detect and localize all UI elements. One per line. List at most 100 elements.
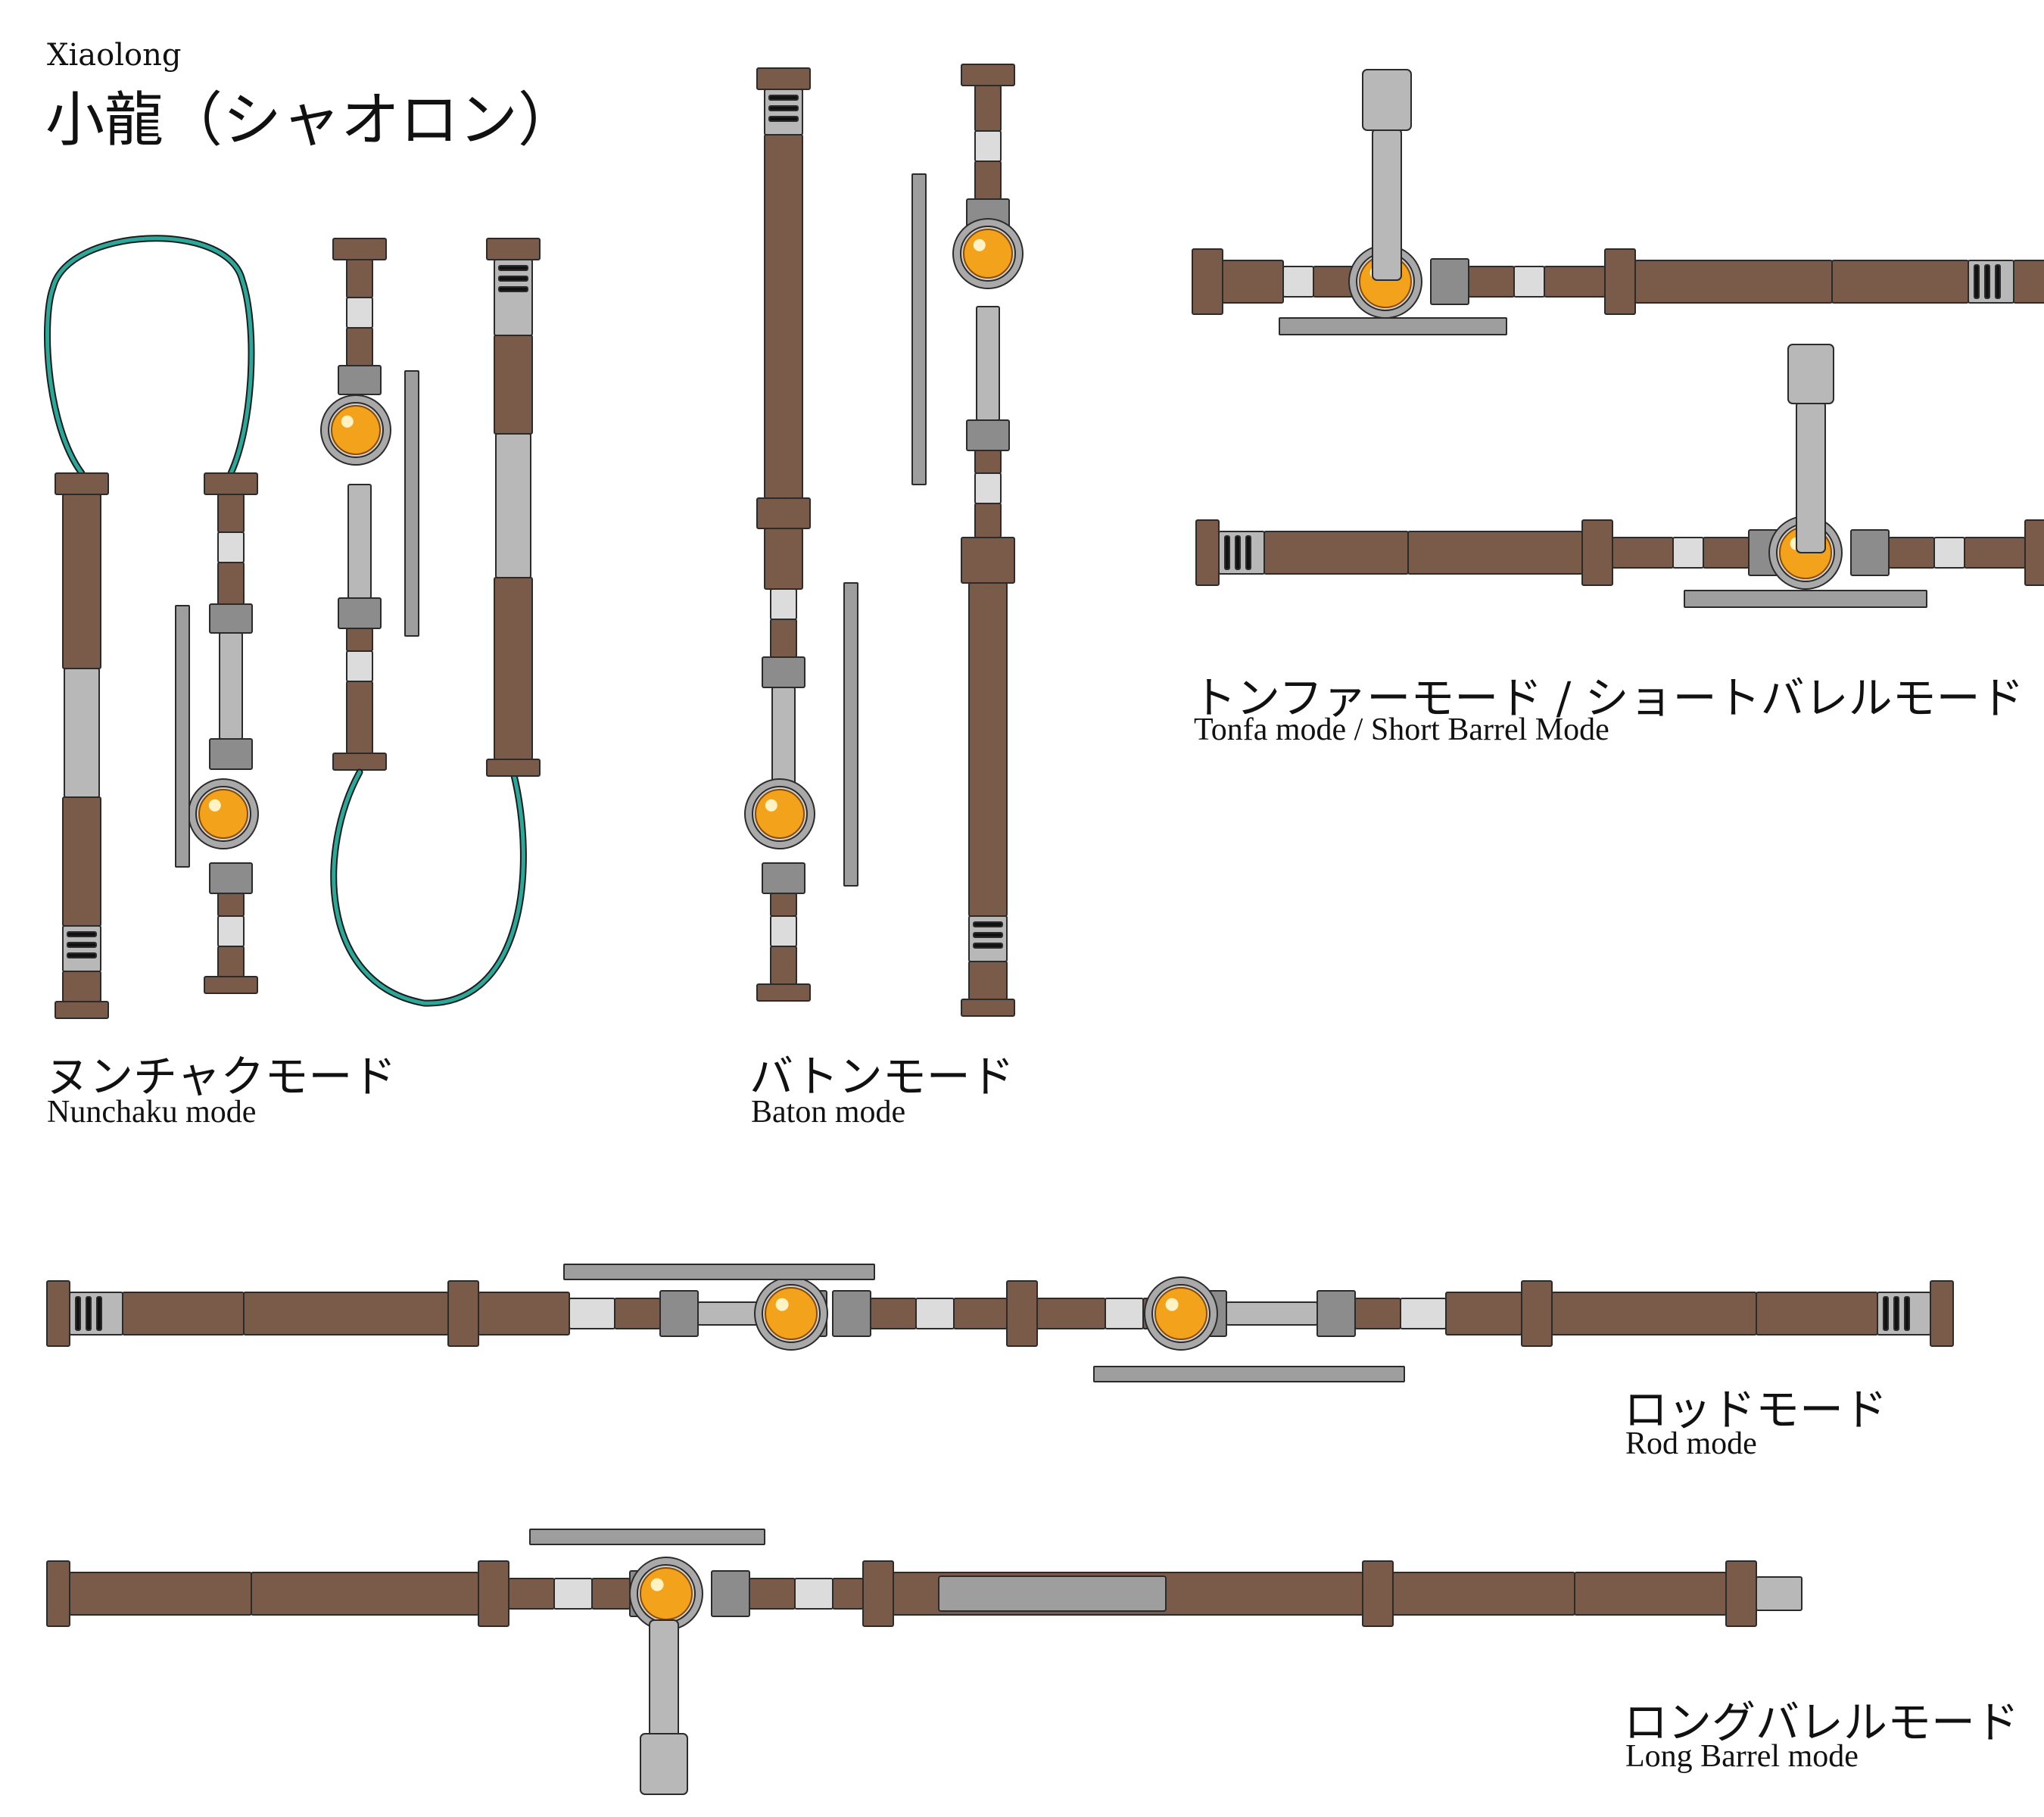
energy-core [331, 405, 381, 455]
nunchaku-side-bar [404, 370, 419, 637]
nunchaku-right-segment [338, 365, 382, 395]
baton-left-segment [764, 528, 803, 590]
tonfa-mode-illustration [1192, 69, 2044, 608]
tonfa-handle [1372, 128, 1402, 281]
rod-right-segment [1316, 1290, 1356, 1337]
nunchaku-right-segment [332, 238, 387, 260]
baton-left-lower-segment [770, 915, 797, 947]
baton-right-lower-grip-stripe [973, 932, 1003, 938]
baton-right-lower-segment [966, 419, 1010, 451]
baton-right-lower-segment [974, 450, 1002, 474]
long-upper-bar [529, 1529, 765, 1545]
baton-right-segment [974, 85, 1002, 132]
baton-mode-illustration [744, 64, 1024, 1017]
energy-core [765, 1287, 818, 1340]
baton-left-lower-segment [770, 893, 797, 917]
nunchaku-left-segment [62, 971, 101, 1002]
rod-left-grip-stripe [96, 1296, 102, 1331]
long-right-segment [749, 1578, 796, 1610]
core-highlight [775, 1298, 789, 1311]
nunchaku-mid-lower-segment [204, 976, 258, 994]
tonfa-bottom-segment [1195, 519, 1220, 586]
baton-left-grip-stripe [768, 105, 799, 111]
rod-right-segment [1354, 1298, 1401, 1329]
baton-left-segment [770, 619, 797, 658]
rod-left-segment [569, 1298, 615, 1329]
core-highlight [650, 1578, 664, 1591]
rod-left-segment [447, 1280, 479, 1347]
tonfa-bottom-grip-stripe [1224, 535, 1230, 570]
tonfa-top-right-segment [1634, 260, 1833, 304]
baton-right-lower-segment [976, 306, 1000, 421]
long-right-segment [794, 1578, 833, 1610]
baton-left-lower-segment [756, 983, 811, 1002]
long-right-segment [832, 1578, 864, 1610]
baton-left-segment [762, 656, 805, 688]
nunchaku-left-grip-stripe [67, 942, 97, 948]
baton-mode-ja: バトンモード [749, 1051, 1014, 1102]
nunchaku-mid-lower-segment [217, 946, 245, 977]
long-left-segment [508, 1578, 555, 1610]
tonfa-bottom-segment [1672, 537, 1704, 569]
nunchaku-far-right-segment [494, 577, 533, 760]
baton-right-lower-segment [974, 472, 1002, 504]
tonfa-mode-en: Tonfa mode / Short Barrel Mode [1194, 712, 1609, 747]
tonfa-mode-ja: トンファーモード / ショートバレルモード [1192, 672, 2024, 724]
tonfa-bottom-segment [1612, 537, 1674, 569]
rod-mode-illustration [46, 1264, 1954, 1382]
nunchaku-left-segment [62, 796, 101, 927]
nunchaku-mid-segment [204, 472, 258, 495]
baton-left-lower-segment [770, 946, 797, 985]
nunchaku-mid-segment [217, 562, 245, 605]
tonfa-bottom-segment [1263, 531, 1409, 575]
baton-left-grip-stripe [768, 116, 799, 122]
long-barrel-slide [938, 1575, 1167, 1612]
nunchaku-far-right-segment [495, 433, 531, 578]
long-right-segment [1392, 1572, 1575, 1616]
baton-left-segment [756, 497, 811, 529]
rod-upper-bar [563, 1264, 875, 1280]
baton-left-grip-stripe [768, 95, 799, 101]
nunchaku-right-lower-segment [346, 650, 373, 682]
nunchaku-left-segment [55, 1001, 109, 1019]
long-right-segment [862, 1560, 894, 1627]
rod-mid-segment [1105, 1298, 1144, 1329]
nunchaku-mid-segment [209, 603, 253, 634]
rod-mid-segment [953, 1298, 1008, 1329]
rod-right-grip-stripe [1904, 1296, 1910, 1331]
rod-right-segment [1521, 1280, 1553, 1347]
rod-right-grip-stripe [1883, 1296, 1889, 1331]
shortbarrel-handle [1796, 400, 1826, 553]
long-left-segment [553, 1578, 593, 1610]
baton-left-segment [756, 67, 811, 90]
long-right-segment [1362, 1560, 1394, 1627]
core-highlight [341, 415, 354, 428]
tonfa-top-right-grip-stripe [1984, 264, 1990, 299]
tonfa-top-right-segment [1468, 266, 1515, 298]
rod-right-segment [1930, 1280, 1954, 1347]
rod-mode-en: Rod mode [1625, 1426, 1757, 1461]
nunchaku-cord [332, 770, 525, 1005]
tonfa-top-right-segment [1430, 258, 1469, 305]
rod-lower-bar [1093, 1366, 1405, 1382]
rod-right-segment [1226, 1301, 1318, 1326]
baton-side-bar [843, 582, 858, 887]
nunchaku-mid-lower-segment [217, 893, 245, 917]
long-right-segment [1756, 1576, 1803, 1611]
tonfa-bottom-bar [1684, 590, 1927, 608]
tonfa-bottom-segment [1581, 519, 1613, 586]
tonfa-bottom-right-segment [1964, 537, 2026, 569]
rod-mid-segment [1006, 1280, 1038, 1347]
nunchaku-far-right-segment [486, 759, 541, 777]
rod-left-grip-stripe [86, 1296, 92, 1331]
tonfa-top-right-segment [1604, 248, 1636, 315]
rod-left-segment [122, 1292, 245, 1335]
nunchaku-left-segment [55, 472, 109, 495]
baton-right-segment [974, 130, 1002, 162]
rod-right-segment [1551, 1292, 1757, 1335]
baton-right-lower-segment [974, 503, 1002, 538]
baton-right-lower-segment [961, 999, 1015, 1017]
longbarrel-mode-en: Long Barrel mode [1625, 1739, 1859, 1774]
rod-mid-segment [915, 1298, 955, 1329]
tonfa-top-right-segment [2013, 260, 2044, 304]
